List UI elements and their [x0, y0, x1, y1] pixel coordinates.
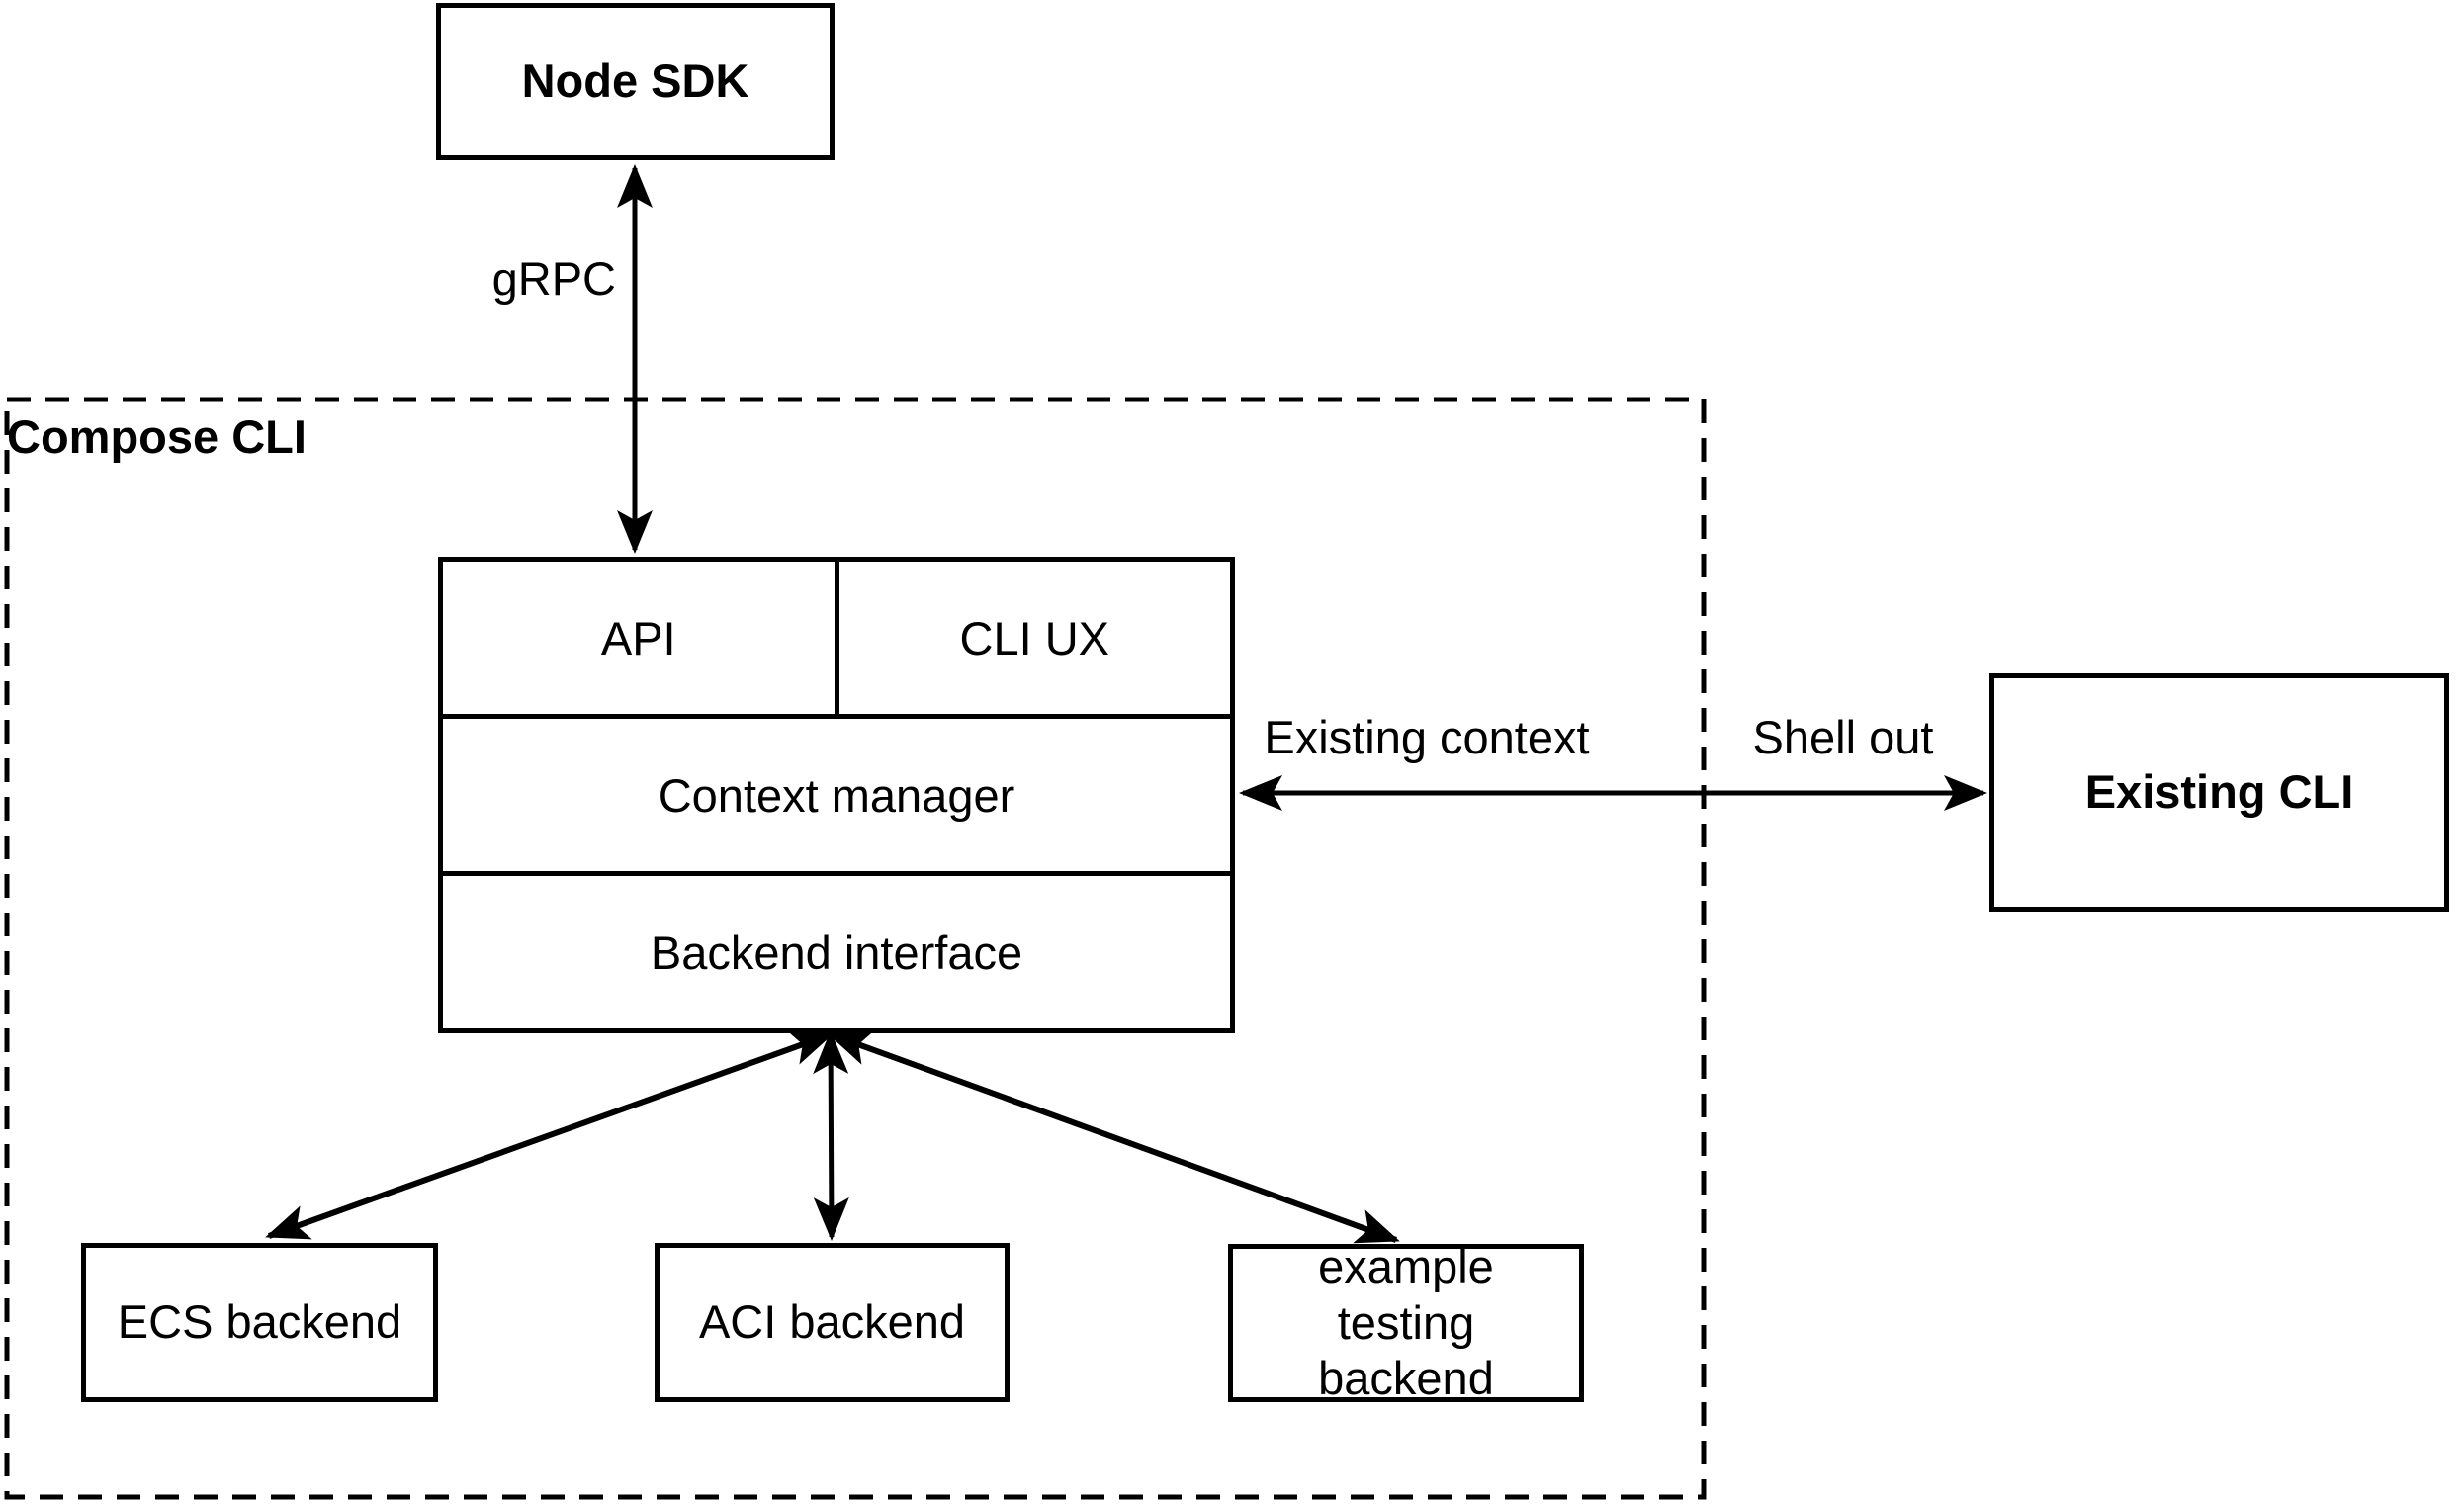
existing-cli-box: Existing CLI: [1989, 673, 2449, 912]
existing-context-edge-label: Existing context: [1264, 711, 1590, 763]
cli-ux-cell: CLI UX: [839, 562, 1231, 714]
backend-interface-label: Backend interface: [650, 926, 1023, 979]
node-sdk-label: Node SDK: [521, 54, 749, 108]
backend-to-ecs-arrow: [265, 1030, 835, 1240]
aci-backend-label: ACI backend: [698, 1295, 966, 1349]
ecs-backend-box: ECS backend: [81, 1243, 438, 1402]
compose-cli-core-box: API CLI UX Context manager Backend inter…: [438, 557, 1235, 1033]
compose-cli-container-label: Compose CLI: [7, 410, 307, 463]
backend-to-testing-arrow: [827, 1030, 1400, 1244]
shell-out-edge-label: Shell out: [1752, 711, 1934, 763]
example-testing-backend-box: example testing backend: [1228, 1240, 1584, 1404]
node-sdk-box: Node SDK: [436, 3, 835, 160]
existing-cli-label: Existing CLI: [2084, 765, 2354, 819]
aci-backend-box: ACI backend: [655, 1243, 1010, 1402]
context-manager-cell: Context manager: [443, 719, 1230, 876]
grpc-edge-label: gRPC: [491, 252, 616, 305]
backend-interface-cell: Backend interface: [443, 876, 1230, 1028]
api-label: API: [600, 611, 676, 665]
cli-ux-label: CLI UX: [959, 611, 1110, 665]
api-cliux-row: API CLI UX: [443, 562, 1230, 719]
ecs-backend-label: ECS backend: [117, 1295, 402, 1349]
example-testing-backend-label: example testing backend: [1318, 1240, 1494, 1405]
api-cell: API: [443, 562, 839, 714]
backend-to-aci-arrow: [813, 1030, 849, 1241]
context-manager-label: Context manager: [658, 768, 1015, 822]
